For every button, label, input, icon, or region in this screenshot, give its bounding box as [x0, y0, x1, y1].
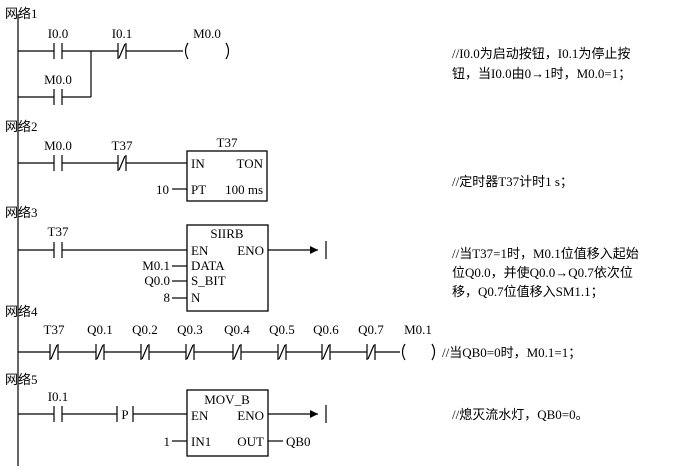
box-name: T37	[217, 135, 238, 150]
sbit-value: Q0.0	[144, 273, 170, 288]
contact-nc: Q0.5	[269, 322, 295, 360]
comment-line: 位Q0.0，并使Q0.0→Q0.7依次位	[452, 265, 633, 280]
network-4-title: 网络4	[5, 304, 38, 319]
network-4: 网络4 T37 Q0.1 Q0.2 Q0.3 Q0.4 Q0.5 Q0.6 Q0.7 M0.1…	[5, 304, 581, 361]
move-byte-box: MOV_B EN ENO IN1 OUT	[186, 389, 269, 457]
box-name: MOV_B	[204, 392, 250, 407]
positive-edge-contact: P	[116, 406, 134, 422]
contact-label: Q0.5	[269, 322, 295, 337]
network-3: 网络3 T37 SIIRB EN ENO DATA S_BIT N M0.1 Q…	[5, 205, 639, 312]
pin-label: OUT	[237, 434, 264, 449]
comment-line: //当QB0=0时，M0.1=1；	[442, 345, 581, 361]
comment-line: //定时器T37计时1 s；	[452, 174, 573, 190]
coil-m0-0: M0.0	[184, 26, 230, 60]
network-5-title: 网络5	[5, 372, 38, 387]
contact-t37: T37	[48, 224, 69, 258]
comment-line: //熄灭流水灯，QB0=0。	[452, 407, 589, 422]
contact-label: M0.0	[44, 138, 72, 153]
contact-label: I0.1	[112, 26, 133, 41]
pin-label: IN	[191, 156, 205, 171]
pin-label: IN1	[191, 434, 211, 449]
comment-line: 钮，当I0.0由0→1时，M0.0=1；	[452, 66, 631, 82]
shift-register-box: SIIRB EN ENO DATA S_BIT N	[186, 224, 269, 312]
pt-value: 10	[156, 182, 169, 197]
edge-label: P	[121, 407, 128, 422]
network-1: 网络1 I0.0 I0.1 M0.0 M0.0 //I0.	[5, 6, 631, 105]
contact-label: T37	[44, 322, 65, 337]
contact-label: M0.0	[44, 72, 72, 87]
contact-i0-1: I0.1	[48, 389, 69, 422]
network-2-title: 网络2	[5, 119, 38, 134]
contact-nc: Q0.7	[358, 322, 384, 360]
contact-m0-0: M0.0	[44, 138, 72, 171]
contact-label: I0.1	[48, 389, 69, 404]
network-3-title: 网络3	[5, 205, 38, 220]
contact-label: I0.0	[48, 26, 69, 41]
contact-label: Q0.3	[177, 322, 203, 337]
in-value: 1	[164, 434, 171, 449]
pt-time: 100 ms	[225, 182, 263, 197]
timer-box-t37: T37 IN TON PT 100 ms	[186, 135, 268, 202]
contact-nc: T37	[44, 322, 65, 360]
coil-label: M0.0	[193, 26, 221, 41]
contact-label: Q0.4	[224, 322, 250, 337]
contact-nc: Q0.3	[177, 322, 203, 360]
pin-label: N	[191, 290, 201, 305]
box-type: TON	[237, 156, 264, 171]
pin-label: DATA	[191, 258, 225, 273]
network-5: 网络5 I0.1 P MOV_B EN ENO IN1 OUT 1 QB0 //…	[5, 372, 589, 457]
comment-line: 移，Q0.7位值移入SM1.1；	[452, 284, 604, 300]
pin-label: EN	[191, 243, 209, 258]
contact-label: Q0.2	[132, 322, 158, 337]
contact-nc: Q0.1	[87, 322, 113, 360]
pin-label: ENO	[237, 243, 264, 258]
contact-label: Q0.1	[87, 322, 113, 337]
contact-nc: Q0.2	[132, 322, 158, 360]
coil-m0-1: M0.1	[401, 322, 436, 361]
contact-t37-nc: T37	[112, 138, 133, 171]
pin-label: ENO	[237, 408, 264, 423]
comment-line: //当T37=1时，M0.1位值移入起始	[452, 246, 639, 261]
data-value: M0.1	[142, 258, 170, 273]
network-2: 网络2 M0.0 T37 T37 IN TON PT 100 ms 10 //定…	[5, 119, 573, 202]
pin-label: EN	[191, 408, 209, 423]
contact-nc: Q0.6	[313, 322, 339, 360]
contact-i0-0: I0.0	[48, 26, 69, 59]
comment-line: //I0.0为启动按钮，I0.1为停止按	[452, 46, 630, 61]
contact-label: Q0.6	[313, 322, 339, 337]
contact-m0-0-branch: M0.0	[44, 72, 72, 105]
contact-label: Q0.7	[358, 322, 384, 337]
pin-label: S_BIT	[191, 273, 226, 288]
coil-label: M0.1	[404, 322, 432, 337]
box-name: SIIRB	[210, 226, 244, 241]
pin-label: PT	[191, 182, 206, 197]
contact-label: T37	[112, 138, 133, 153]
out-value: QB0	[286, 434, 311, 449]
contact-label: T37	[48, 224, 69, 239]
network-1-title: 网络1	[5, 6, 38, 21]
contact-nc: Q0.4	[224, 322, 250, 360]
n-value: 8	[164, 290, 171, 305]
contact-i0-1-nc: I0.1	[112, 26, 133, 59]
